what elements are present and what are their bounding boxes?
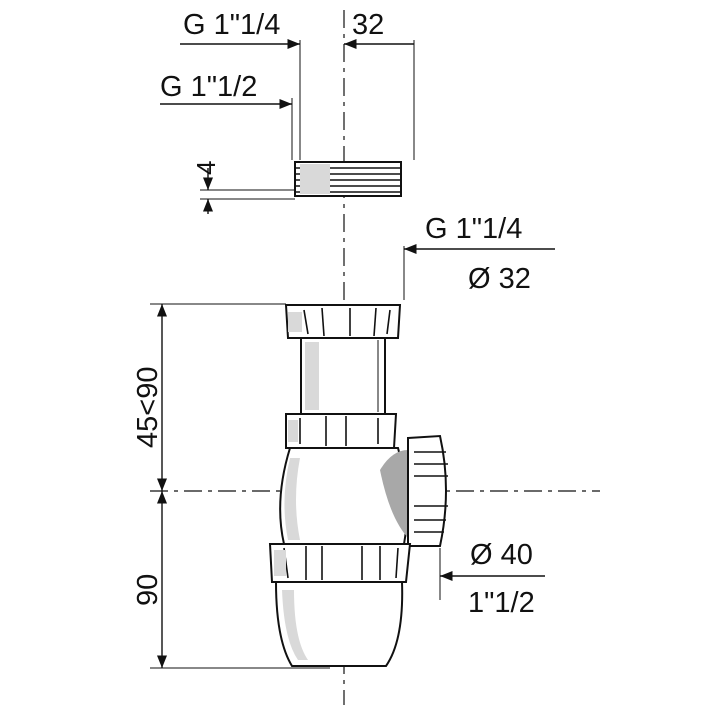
outlet-thread-label: 1"1/2 [468,587,535,619]
upper-height-label: 45<90 [132,367,164,448]
left-height-dimensions [150,303,330,669]
trap-body [268,304,448,667]
threaded-ring [294,161,402,197]
inlet-diameter-label: Ø 32 [468,263,531,295]
ring-height-label: 4 [191,161,221,175]
ring-height-dimension [200,168,295,214]
top-thread-inner-label: G 1"1/2 [160,71,257,103]
outlet-diameter-label: Ø 40 [470,539,533,571]
inlet-dimension [403,243,555,300]
top-thread-dimension [160,38,415,160]
top-thread-outer-label: G 1"1/4 [183,9,280,41]
outlet-dimension [439,548,545,600]
lower-height-label: 90 [132,574,164,606]
inlet-thread-label: G 1"1/4 [425,213,522,245]
top-offset-label: 32 [352,9,384,41]
